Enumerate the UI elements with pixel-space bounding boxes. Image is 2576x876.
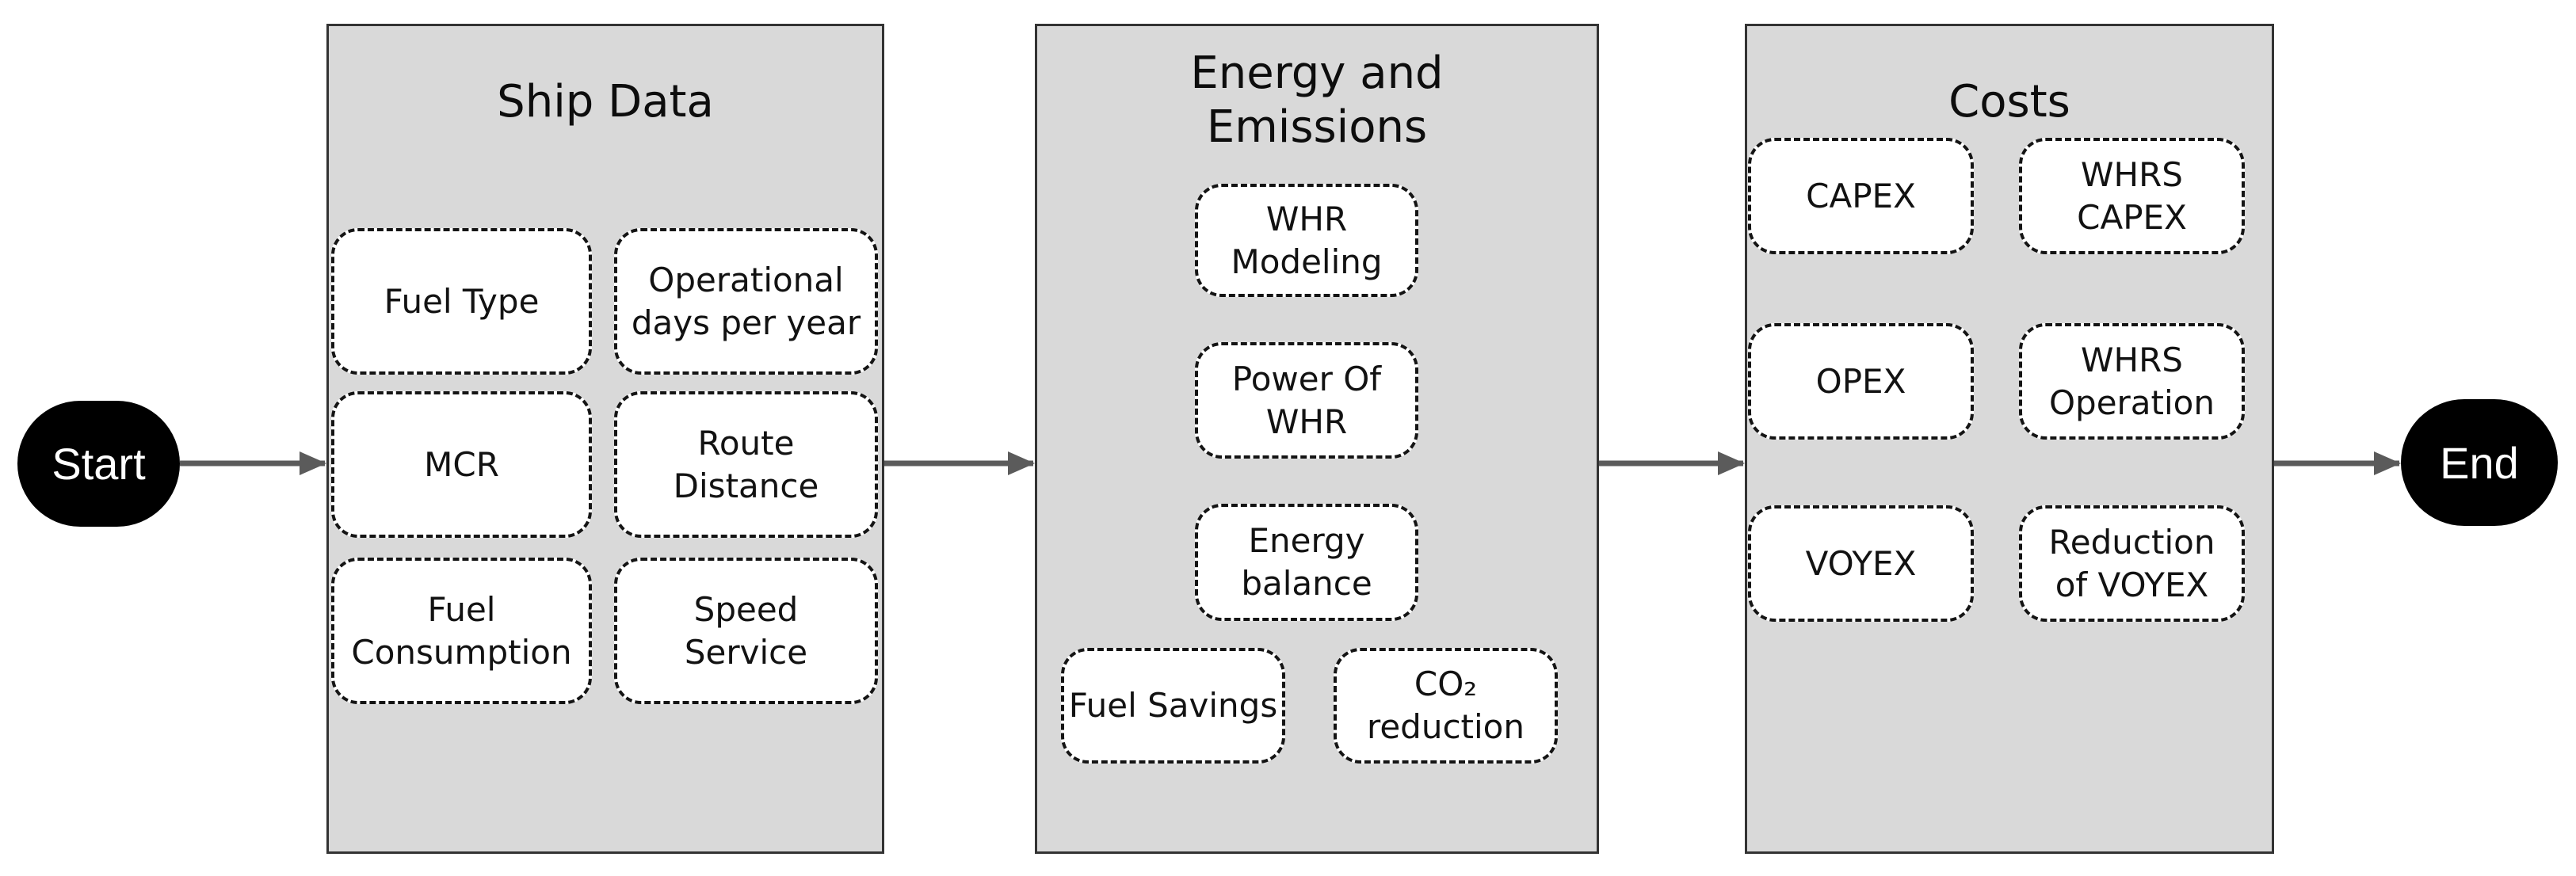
panel-title-energy-emissions: Energy and Emissions (1190, 48, 1444, 154)
node-opex: OPEX (1748, 323, 1974, 440)
node-route-distance: Route Distance (614, 391, 878, 538)
node-fuel-consumption: Fuel Consumption (331, 558, 592, 704)
node-voyex: VOYEX (1748, 505, 1974, 622)
end-node: End (2401, 399, 2558, 526)
node-whrs-operation: WHRS Operation (2019, 323, 2245, 440)
node-whrs-capex: WHRS CAPEX (2019, 138, 2245, 254)
start-node: Start (17, 401, 180, 527)
node-speed-service: Speed Service (614, 558, 878, 704)
node-whr-modeling: WHR Modeling (1195, 184, 1418, 297)
node-fuel-type: Fuel Type (331, 228, 592, 375)
node-energy-balance: Energy balance (1195, 504, 1418, 621)
panel-title-costs: Costs (1948, 76, 2070, 128)
node-capex: CAPEX (1748, 138, 1974, 254)
node-co2-reduction: CO₂ reduction (1334, 648, 1558, 764)
node-power-of-whr: Power Of WHR (1195, 342, 1418, 459)
node-fuel-savings: Fuel Savings (1061, 648, 1285, 764)
node-mcr: MCR (331, 391, 592, 538)
node-reduction-of-voyex: Reduction of VOYEX (2019, 505, 2245, 622)
node-operational-days-per-year: Operational days per year (614, 228, 878, 375)
panel-title-ship-data: Ship Data (497, 76, 714, 128)
